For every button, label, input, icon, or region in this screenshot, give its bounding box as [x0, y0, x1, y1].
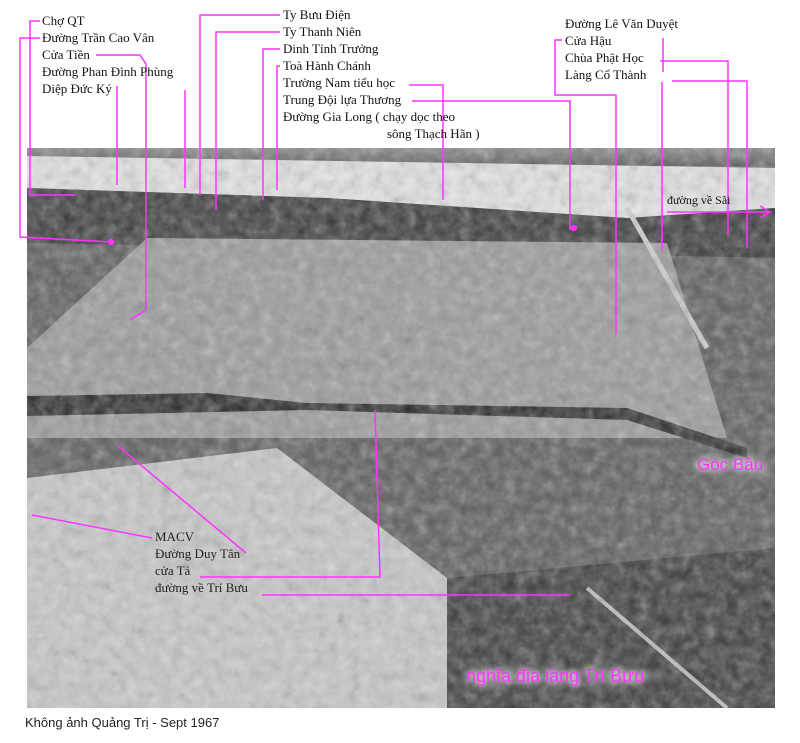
label-duong-gia-long: Đường Gia Long ( chạy dọc theo	[283, 109, 456, 124]
label-macv: MACV	[155, 529, 195, 544]
label-ty-buu-dien: Ty Bưu Điện	[283, 7, 351, 22]
aerial-photo	[27, 148, 775, 708]
label-duong-ve-tri-buu: đường về Trí Bưu	[155, 580, 248, 595]
label-duong-duy-tan: Đường Duy Tân	[155, 546, 241, 561]
label-nghia-dia-tri-buu: nghĩa địa làng Trí Bưu	[466, 666, 645, 686]
label-trung-doi: Trung Đội lựa Thương	[283, 92, 402, 107]
label-truong-nam-tieu-hoc: Trường Nam tiểu học	[283, 75, 396, 90]
label-song-thach-han: sông Thạch Hãn )	[387, 126, 480, 141]
label-goc-bau: Góc Bầu	[697, 455, 764, 474]
label-lang-co-thanh: Làng Cổ Thành	[565, 67, 647, 82]
label-duong-phan-dinh-phung: Đường Phan Đình Phùng	[42, 64, 174, 79]
label-duong-tran-cao-van: Đường Trần Cao Vân	[42, 30, 155, 45]
label-cua-tien: Cửa Tiền	[42, 47, 90, 62]
label-ty-thanh-nien: Ty Thanh Niên	[283, 24, 362, 39]
label-chua-phat-hoc: Chùa Phật Học	[565, 50, 644, 65]
label-cua-hau: Cửa Hậu	[565, 33, 612, 48]
label-duong-le-van-duyet: Đường Lê Văn Duyệt	[565, 16, 678, 31]
label-duong-ve-sai: đường về Sãi	[667, 193, 731, 207]
photo-caption: Không ảnh Quảng Trị - Sept 1967	[25, 715, 220, 730]
label-diep-duc-ky: Diệp Đức Ký	[42, 81, 112, 96]
label-toa-hanh-chanh: Toà Hành Chánh	[283, 58, 371, 73]
label-cho-qt: Chợ QT	[42, 13, 85, 28]
label-cua-ta: cửa Tả	[155, 563, 191, 578]
label-dinh-tinh-truong: Dinh Tỉnh Trưởng	[283, 41, 379, 56]
